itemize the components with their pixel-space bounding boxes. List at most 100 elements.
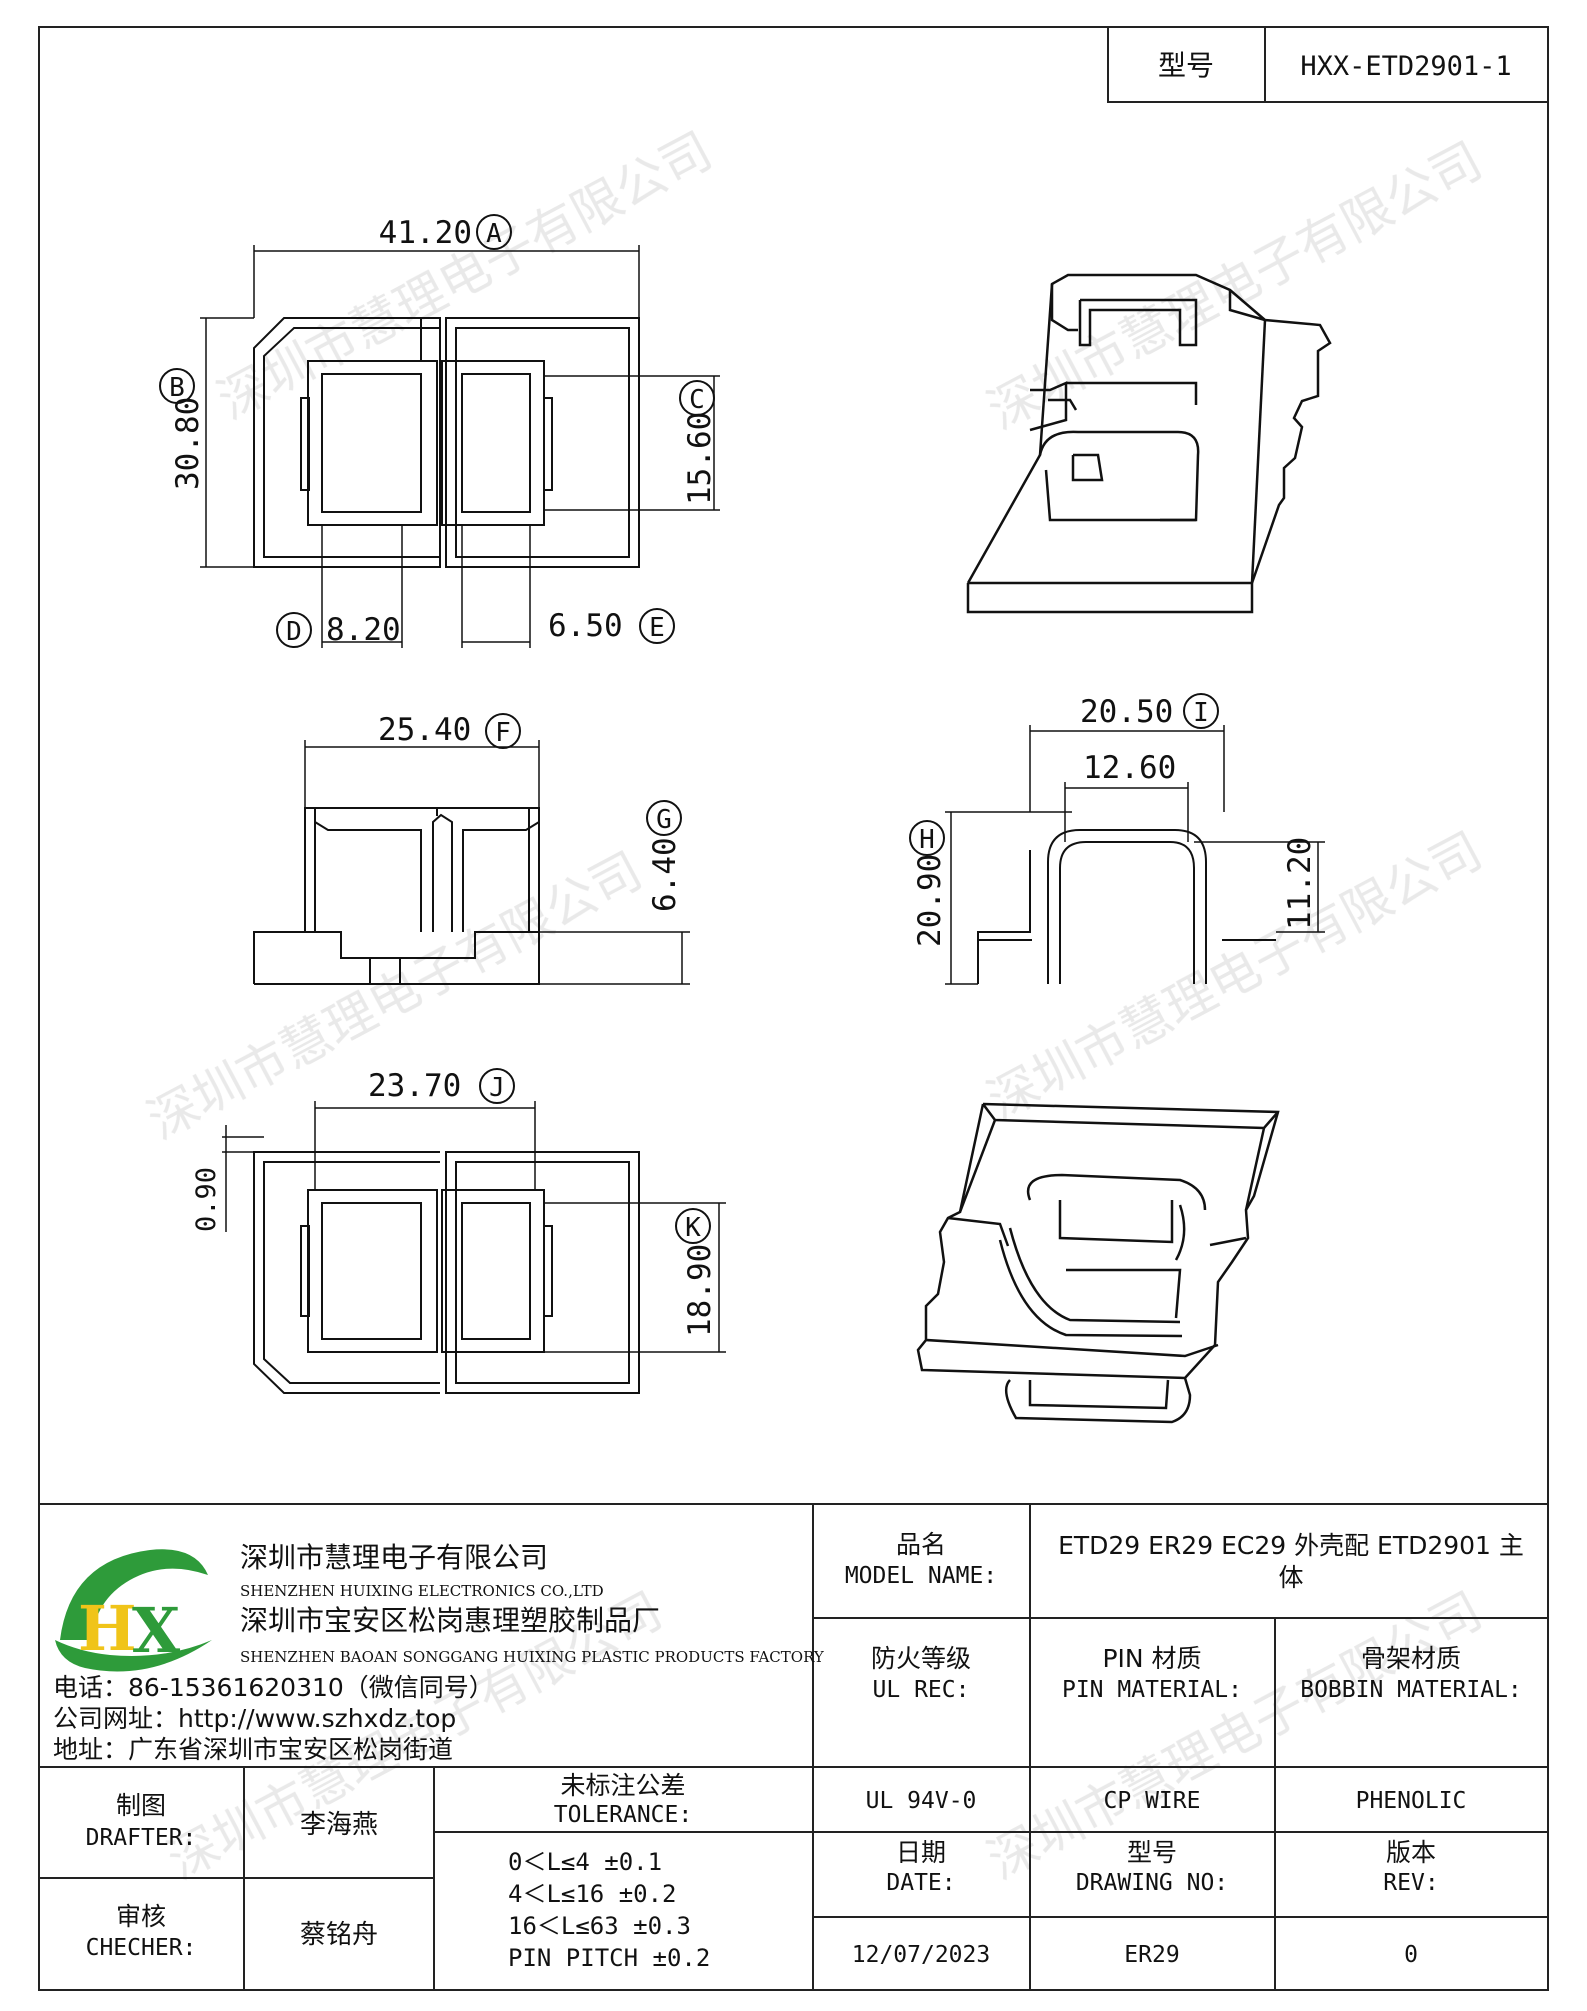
dim-d-value: 8.20 [326,612,401,648]
dim-k-value: 18.90 [682,1244,718,1337]
dim-a-tag-circle [476,214,512,250]
header-model-label: 型号 [1158,49,1214,82]
logo-letter-h: H [78,1592,137,1665]
dim-c-value: 15.60 [682,412,718,505]
model-name-label-en: MODEL NAME: [845,1563,997,1589]
drafter-label-cn: 制图 [116,1791,166,1820]
watermark-text: 深圳市慧理电子有限公司 [138,841,651,1150]
ul-rec-label-en: UL REC: [873,1677,970,1703]
dim-c-tag-circle [679,380,715,416]
dim-e-tag: E [649,613,665,643]
watermark-text: 深圳市慧理电子有限公司 [978,131,1491,440]
rev-label-en: REV: [1383,1870,1438,1896]
dim-j-tag-circle [479,1068,515,1104]
ul-rec-value: UL 94V-0 [866,1788,977,1814]
dim-e-value: 6.50 [548,608,623,644]
rev-value: 0 [1404,1942,1418,1968]
side-view-dim-lines [945,725,1325,985]
pin-material-value: CP WIRE [1104,1788,1201,1814]
title-block-texts: 品名 MODEL NAME: ETD29 ER29 EC29 外壳配 ETD29… [86,1530,1524,1968]
logo-swoosh-top [60,1549,208,1640]
bottom-view [253,1151,640,1394]
tolerance-row: 16＜L≤63 ±0.3 [508,1912,691,1940]
dim-i-value: 20.50 [1080,694,1173,730]
tolerance-label-en: TOLERANCE: [554,1802,692,1828]
drawing-no-value: ER29 [1124,1942,1179,1968]
checker-label-cn: 审核 [116,1902,166,1931]
drafter-value: 李海燕 [300,1810,378,1840]
dim-i-tag: I [1193,698,1209,728]
drawing-no-label-cn: 型号 [1127,1838,1177,1867]
iso-top-view [966,273,1332,614]
dim-f-tag-circle [485,713,521,749]
dim-i-tag-circle [1183,693,1219,729]
top-view-dim-lines [200,245,720,648]
dim-e-tag-circle [639,608,675,644]
pin-material-label-en: PIN MATERIAL: [1062,1677,1242,1703]
dim-lip: 0.90 [191,1167,222,1232]
top-view [253,317,640,568]
company-logo: H X [55,1549,212,1672]
logo-letter-x: X [132,1594,181,1667]
ul-rec-label-cn: 防火等级 [871,1644,971,1673]
checker-value: 蔡铭舟 [300,1920,378,1950]
dim-a-tag: A [486,219,502,249]
dim-f-tag: F [495,718,511,748]
company-phone: 电话：86-15361620310（微信同号） [53,1673,494,1702]
dim-b-tag: B [169,373,185,403]
dim-k-tag-circle [675,1208,711,1244]
dim-d-tag-circle [276,612,312,648]
tolerance-row: 0＜L≤4 ±0.1 [508,1848,662,1876]
logo-swoosh-bottom [55,1640,212,1672]
model-name-label-cn: 品名 [896,1530,946,1559]
dim-c-tag: C [689,385,705,415]
company-info: 深圳市慧理电子有限公司 SHENZHEN HUIXING ELECTRONICS… [53,1541,825,1764]
iso-bottom-view [916,1102,1280,1424]
model-name-value-line1: ETD29 ER29 EC29 外壳配 ETD2901 主 [1058,1531,1524,1560]
dim-f-value: 25.40 [378,712,471,748]
checker-label-en: CHECHER: [86,1935,197,1961]
dim-inner-width: 12.60 [1083,750,1176,786]
company-name-en: SHENZHEN HUIXING ELECTRONICS CO.,LTD [240,1582,604,1600]
dim-b-value: 30.80 [170,397,206,490]
dim-g-tag: G [656,805,672,835]
tolerance-table: 0＜L≤4 ±0.1 4＜L≤16 ±0.2 16＜L≤63 ±0.3 PIN … [508,1848,710,1972]
title-block-grid [39,1503,1548,1990]
dim-d-tag: D [286,617,302,647]
dim-b-tag-circle [159,368,195,404]
dim-g-tag-circle [646,800,682,836]
header-model-value: HXX-ETD2901-1 [1300,51,1511,82]
date-label-cn: 日期 [896,1838,946,1867]
watermark-text: 深圳市慧理电子有限公司 [208,121,721,430]
dim-h-tag-circle [909,820,945,856]
tolerance-label-cn: 未标注公差 [560,1771,685,1800]
header-model-box: 型号 HXX-ETD2901-1 [1107,26,1549,103]
tolerance-row: 4＜L≤16 ±0.2 [508,1880,677,1908]
dim-inner-height: 11.20 [1282,837,1318,930]
dim-j-tag: J [489,1073,505,1103]
dim-k-tag: K [685,1213,701,1243]
drawing-no-label-en: DRAWING NO: [1076,1870,1228,1896]
watermark-text: 深圳市慧理电子有限公司 [978,821,1491,1130]
factory-name-cn: 深圳市宝安区松岗惠理塑胶制品厂 [240,1604,660,1637]
date-label-en: DATE: [886,1870,955,1896]
bobbin-material-label-cn: 骨架材质 [1361,1644,1461,1673]
company-address: 地址：广东省深圳市宝安区松岗街道 [53,1735,453,1764]
date-value: 12/07/2023 [852,1942,990,1968]
sheet-frame [38,26,1549,1991]
factory-name-en: SHENZHEN BAOAN SONGGANG HUIXING PLASTIC … [240,1648,825,1666]
dim-h-tag: H [919,825,935,855]
company-name-cn: 深圳市慧理电子有限公司 [240,1541,548,1574]
pin-material-label-cn: PIN 材质 [1102,1644,1201,1673]
dim-h-value: 20.90 [912,854,948,947]
dimension-labels: 41.20 A B 30.80 C 15.60 D 8.20 6.50 E 25… [159,214,1318,1337]
dim-g-value: 6.40 [647,837,683,912]
bobbin-material-label-en: BOBBIN MATERIAL: [1300,1677,1522,1703]
model-name-value-line2: 体 [1278,1563,1303,1592]
side-view [977,829,1276,984]
rev-label-cn: 版本 [1386,1838,1436,1867]
dim-a-value: 41.20 [379,215,472,251]
drafter-label-en: DRAFTER: [86,1825,197,1851]
bottom-view-dim-lines [222,1101,726,1353]
